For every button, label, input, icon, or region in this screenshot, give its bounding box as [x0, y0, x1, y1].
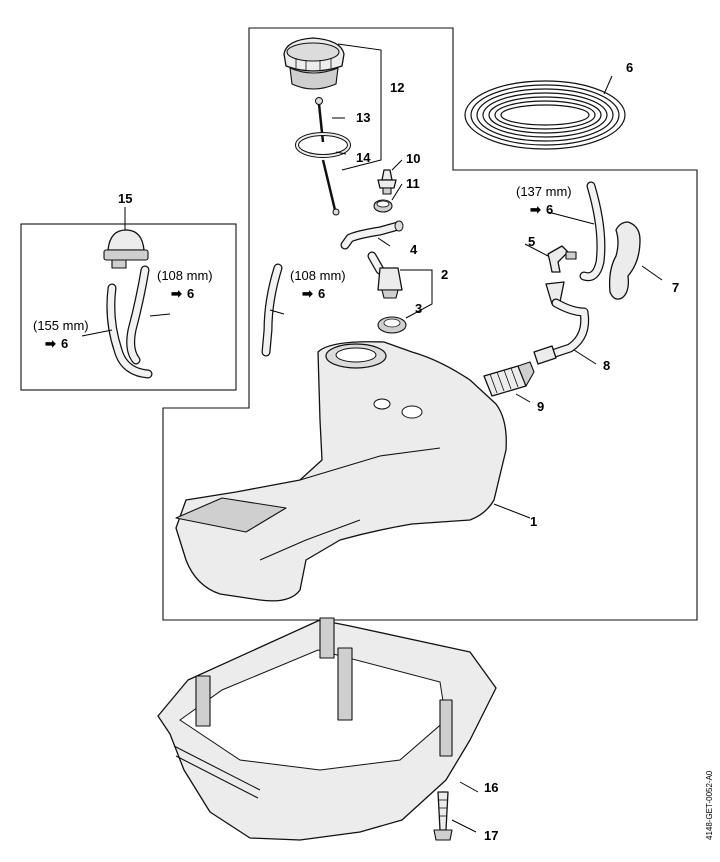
callout-12: 12: [390, 80, 404, 95]
tank-valve: [367, 251, 403, 299]
frame-inset-left: [20, 223, 237, 391]
fuel-cap: [283, 37, 345, 90]
ref-arrow-108-center: ➡: [302, 286, 313, 301]
hose-length-137: (137 mm): [516, 184, 572, 199]
callout-4: 4: [410, 242, 418, 257]
callout-14: 14: [356, 150, 371, 165]
callout-15: 15: [118, 191, 132, 206]
callout-10: 10: [406, 151, 420, 166]
elbow-hose: [340, 220, 404, 250]
frame-main: [162, 27, 698, 621]
fuel-hose-137mm: [579, 181, 606, 282]
callout-11: 11: [406, 176, 420, 191]
ref-number-108-inset: 6: [187, 286, 194, 301]
callout-13: 13: [356, 110, 370, 125]
screw: [433, 791, 453, 841]
molded-hose: [608, 221, 641, 300]
callout-17: 17: [484, 828, 498, 843]
vent-grommet: [373, 199, 393, 213]
callout-6: 6: [626, 60, 633, 75]
fuel-filter: [483, 361, 535, 397]
tank-vent-valve: [377, 169, 397, 195]
ref-number-137: 6: [546, 202, 553, 217]
purge-bulb: [103, 229, 149, 269]
callout-3: 3: [415, 301, 422, 316]
lower-housing: [157, 617, 497, 841]
fuel-hose-108mm-center: [261, 263, 283, 357]
fuel-pickup-hose: [533, 281, 590, 365]
ref-arrow-155: ➡: [45, 336, 56, 351]
callout-16: 16: [484, 780, 498, 795]
fuel-hose-155mm: [106, 283, 153, 379]
hose-length-155: (155 mm): [33, 318, 89, 333]
hose-length-108-center: (108 mm): [290, 268, 346, 283]
fuel-tank: [175, 341, 507, 602]
elbow-fitting: [547, 245, 577, 273]
fuel-hose-108mm-inset: [126, 265, 150, 365]
callout-8: 8: [603, 358, 610, 373]
leader-lines: [81, 43, 663, 833]
callout-7: 7: [672, 280, 679, 295]
document-code: 4148-GET-0052-A0: [705, 770, 714, 840]
hose-length-108-inset: (108 mm): [157, 268, 213, 283]
ref-number-155: 6: [61, 336, 68, 351]
callout-2: 2: [441, 267, 448, 282]
callout-5: 5: [528, 234, 535, 249]
ref-arrow-108-inset: ➡: [171, 286, 182, 301]
callout-9: 9: [537, 399, 544, 414]
ref-arrow-137: ➡: [530, 202, 541, 217]
callout-1: 1: [530, 514, 537, 529]
coiled-fuel-line: [464, 80, 626, 150]
ref-number-108-center: 6: [318, 286, 325, 301]
